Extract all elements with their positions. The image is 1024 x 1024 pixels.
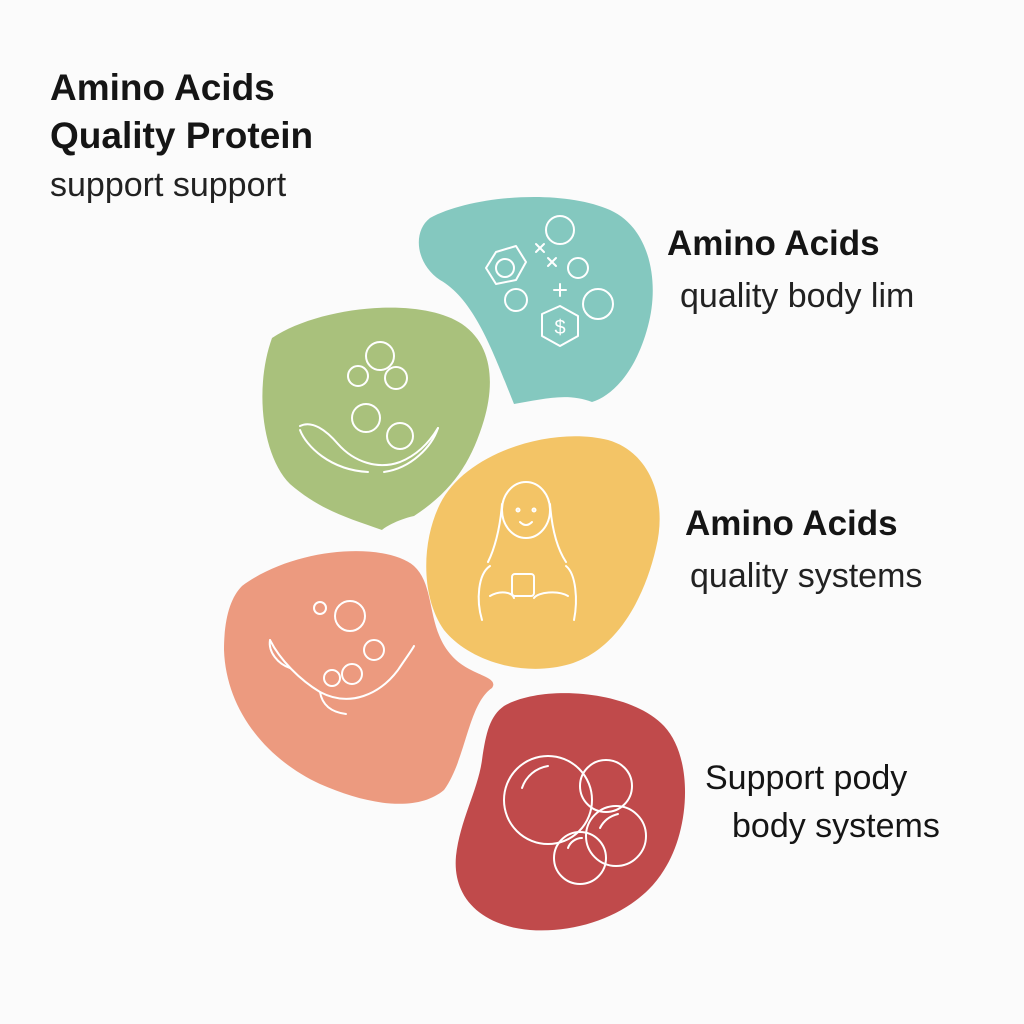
title-line-2: Quality Protein xyxy=(50,115,314,156)
subtitle-line: support support xyxy=(50,166,287,204)
yellow-blob xyxy=(426,436,660,669)
salmon-blob xyxy=(224,551,494,804)
label-1-body: quality body lim xyxy=(680,277,915,315)
label-2-body: quality systems xyxy=(690,557,923,595)
label-3-heading: Support pody xyxy=(705,759,908,797)
person-drink-icon xyxy=(477,481,577,621)
green-blob xyxy=(262,307,490,530)
hand-bubbles-icon xyxy=(268,600,415,715)
teal-blob xyxy=(418,196,653,404)
molecules-icon xyxy=(485,215,614,347)
label-1-heading: Amino Acids xyxy=(667,224,880,263)
hands-bubbles-icon xyxy=(299,341,439,473)
bubbles-icon xyxy=(503,755,647,885)
title-line-1: Amino Acids xyxy=(50,67,275,108)
label-3-body: body systems xyxy=(732,807,940,845)
molecule-glyph: $ xyxy=(554,317,565,339)
red-blob xyxy=(455,693,686,931)
label-2-heading: Amino Acids xyxy=(685,504,898,543)
